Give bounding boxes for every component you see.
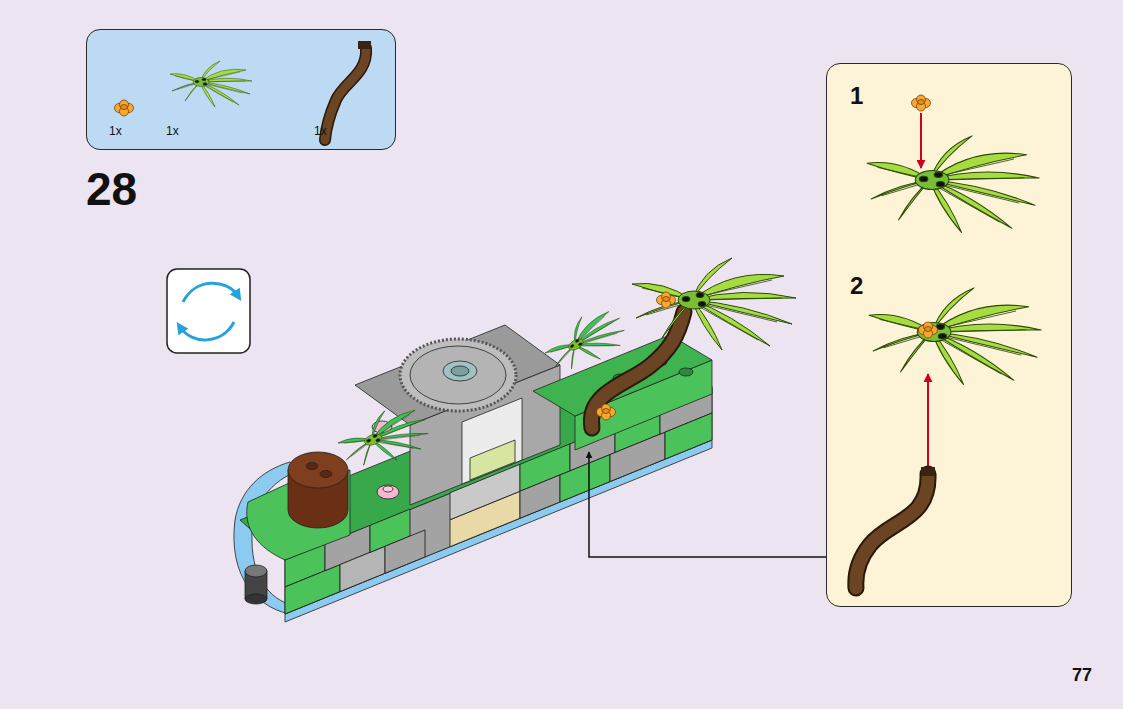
part-flower xyxy=(115,100,134,116)
rotate-icon xyxy=(167,269,250,353)
part-stem xyxy=(325,41,371,140)
palm-leaf xyxy=(632,258,796,350)
small-plant xyxy=(539,301,633,382)
model xyxy=(679,368,693,376)
substep-two-art xyxy=(856,474,928,588)
part-flower xyxy=(115,100,134,116)
parts-panel-fill xyxy=(86,29,396,150)
model xyxy=(377,485,399,499)
step-number: 28 xyxy=(86,166,137,212)
substep-two-art xyxy=(927,374,929,466)
part-palm-leaf xyxy=(170,61,252,107)
substep-two-art xyxy=(856,474,928,588)
part-stem xyxy=(325,48,366,140)
substep-one-art xyxy=(912,95,931,111)
model xyxy=(410,346,506,404)
model xyxy=(320,471,332,478)
substep-one-art xyxy=(867,95,1039,233)
flower-plate xyxy=(657,292,676,308)
part-quantity: 1x xyxy=(109,125,122,138)
model xyxy=(400,339,516,411)
model xyxy=(385,530,425,573)
part-quantity: 1x xyxy=(314,125,327,138)
rotate-icon xyxy=(180,322,234,340)
model xyxy=(285,565,340,614)
model xyxy=(245,565,267,577)
substep-number: 2 xyxy=(850,273,863,299)
palm-trunk xyxy=(591,312,684,428)
substep-one-art xyxy=(867,136,1039,233)
substep-number: 1 xyxy=(850,83,863,109)
rotate-icon xyxy=(183,283,238,302)
model xyxy=(340,546,385,591)
flower-plate xyxy=(657,292,676,308)
substep-panel: 12 xyxy=(826,63,1072,607)
substep-two-art xyxy=(869,288,1041,385)
leader-line xyxy=(589,452,826,557)
model xyxy=(560,455,610,502)
substep-panel-fill xyxy=(826,63,1072,607)
part-palm-leaf xyxy=(170,61,252,107)
part-quantity: 1x xyxy=(166,125,179,138)
model xyxy=(665,413,712,459)
part-stem xyxy=(325,48,366,140)
model xyxy=(610,432,665,481)
small-plant xyxy=(333,399,435,477)
flower-plate xyxy=(597,404,616,420)
model xyxy=(451,366,469,376)
parts-list-box: 1x 1x 1x xyxy=(86,29,396,150)
page-number: 77 xyxy=(1072,666,1092,684)
model xyxy=(245,594,267,604)
model xyxy=(355,325,560,425)
substep-two-art xyxy=(856,288,1041,588)
part-stem xyxy=(358,41,371,49)
model xyxy=(383,486,393,492)
flower-plate xyxy=(597,404,616,420)
model xyxy=(443,361,477,381)
model xyxy=(470,440,515,480)
model xyxy=(288,452,348,488)
leader-line xyxy=(589,452,826,557)
model xyxy=(520,475,560,518)
substep-two-art xyxy=(919,322,938,338)
small-plant xyxy=(539,301,633,382)
small-plant xyxy=(333,399,435,477)
model xyxy=(306,463,318,470)
substep-two-art xyxy=(921,467,935,476)
palm-trunk xyxy=(591,312,684,428)
substep-one-art xyxy=(920,113,922,168)
rotate-icon xyxy=(167,269,250,353)
palm-leaf xyxy=(632,258,796,350)
palm-trunk xyxy=(591,312,684,428)
